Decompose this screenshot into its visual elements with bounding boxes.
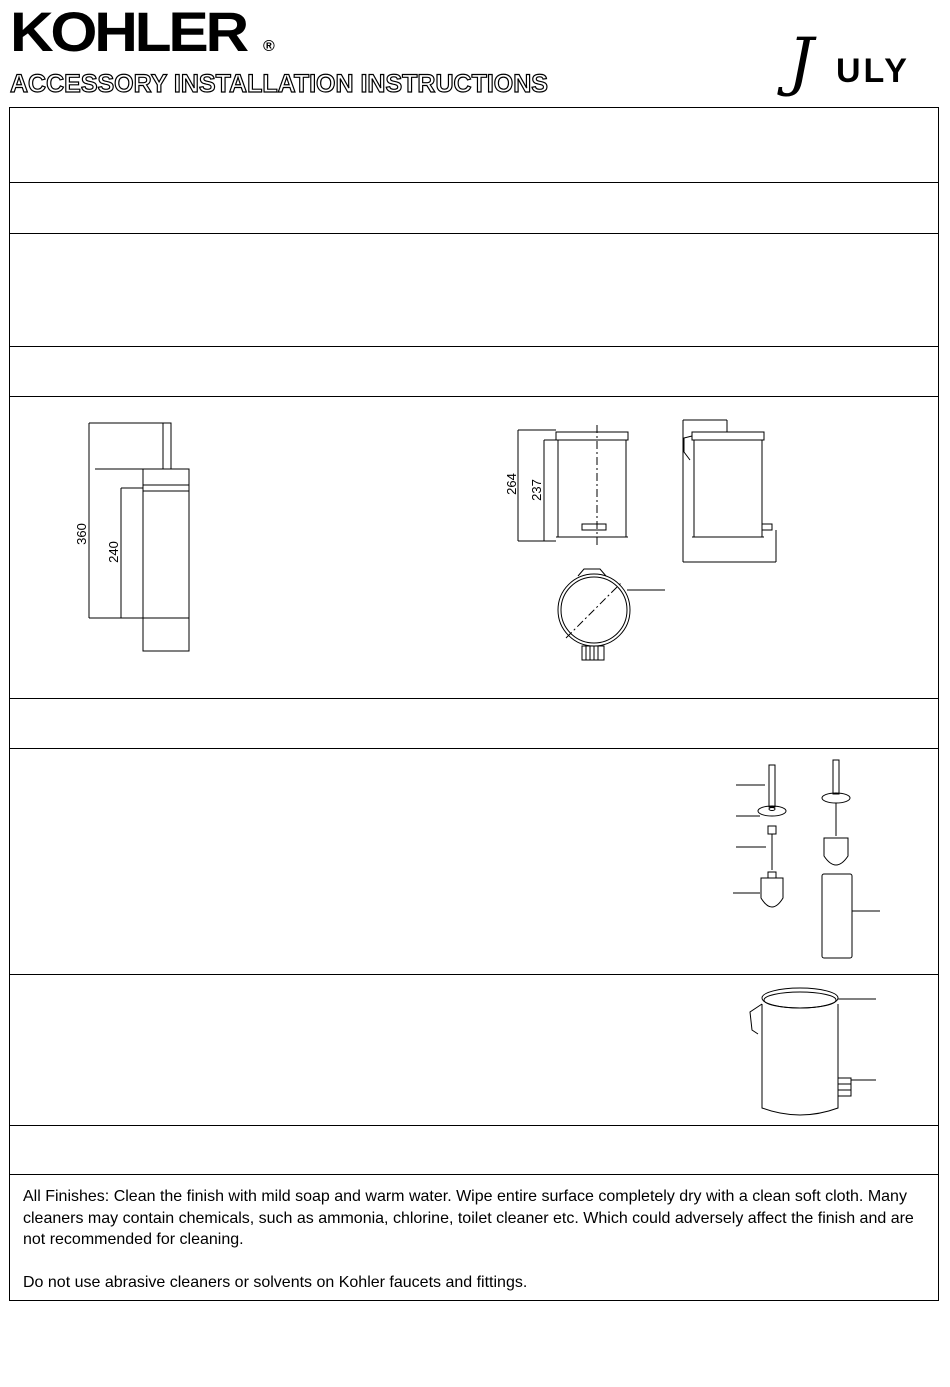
row-divider (9, 974, 939, 975)
row-divider (9, 1125, 939, 1126)
row-divider (9, 182, 939, 183)
dim-360: 360 (74, 523, 89, 545)
row-divider (9, 1174, 939, 1175)
brush-holder-dimension-drawing: 360 240 (74, 422, 190, 652)
instruction-table (9, 107, 939, 1301)
row-divider (9, 346, 939, 347)
july-brand-logo: J ULY (788, 30, 943, 100)
brush-assembled-view (821, 759, 880, 959)
brand-name: ULY (836, 52, 910, 90)
brush-exploded-view (733, 764, 787, 908)
pedal-bin-front-view: 264 237 (504, 425, 629, 545)
pedal-bin-top-view (557, 568, 665, 661)
dim-240: 240 (106, 541, 121, 563)
row-divider (9, 396, 939, 397)
pedal-bin-side-view (682, 419, 777, 563)
row-divider (9, 233, 939, 234)
document-title: ACCESSORY INSTALLATION INSTRUCTIONS (9, 69, 548, 98)
kohler-logo: KOHLER (10, 0, 249, 63)
care-paragraph-1: All Finishes: Clean the finish with mild… (23, 1188, 914, 1248)
row-divider (9, 748, 939, 749)
dim-237: 237 (529, 479, 544, 501)
row-divider (9, 698, 939, 699)
dim-264: 264 (504, 473, 519, 495)
care-instructions: All Finishes: Clean the finish with mild… (23, 1186, 928, 1293)
registered-mark: ® (263, 38, 275, 55)
pedal-bin-perspective-view (749, 987, 876, 1116)
brand-initial: J (788, 25, 814, 99)
care-paragraph-2: Do not use abrasive cleaners or solvents… (23, 1273, 528, 1291)
